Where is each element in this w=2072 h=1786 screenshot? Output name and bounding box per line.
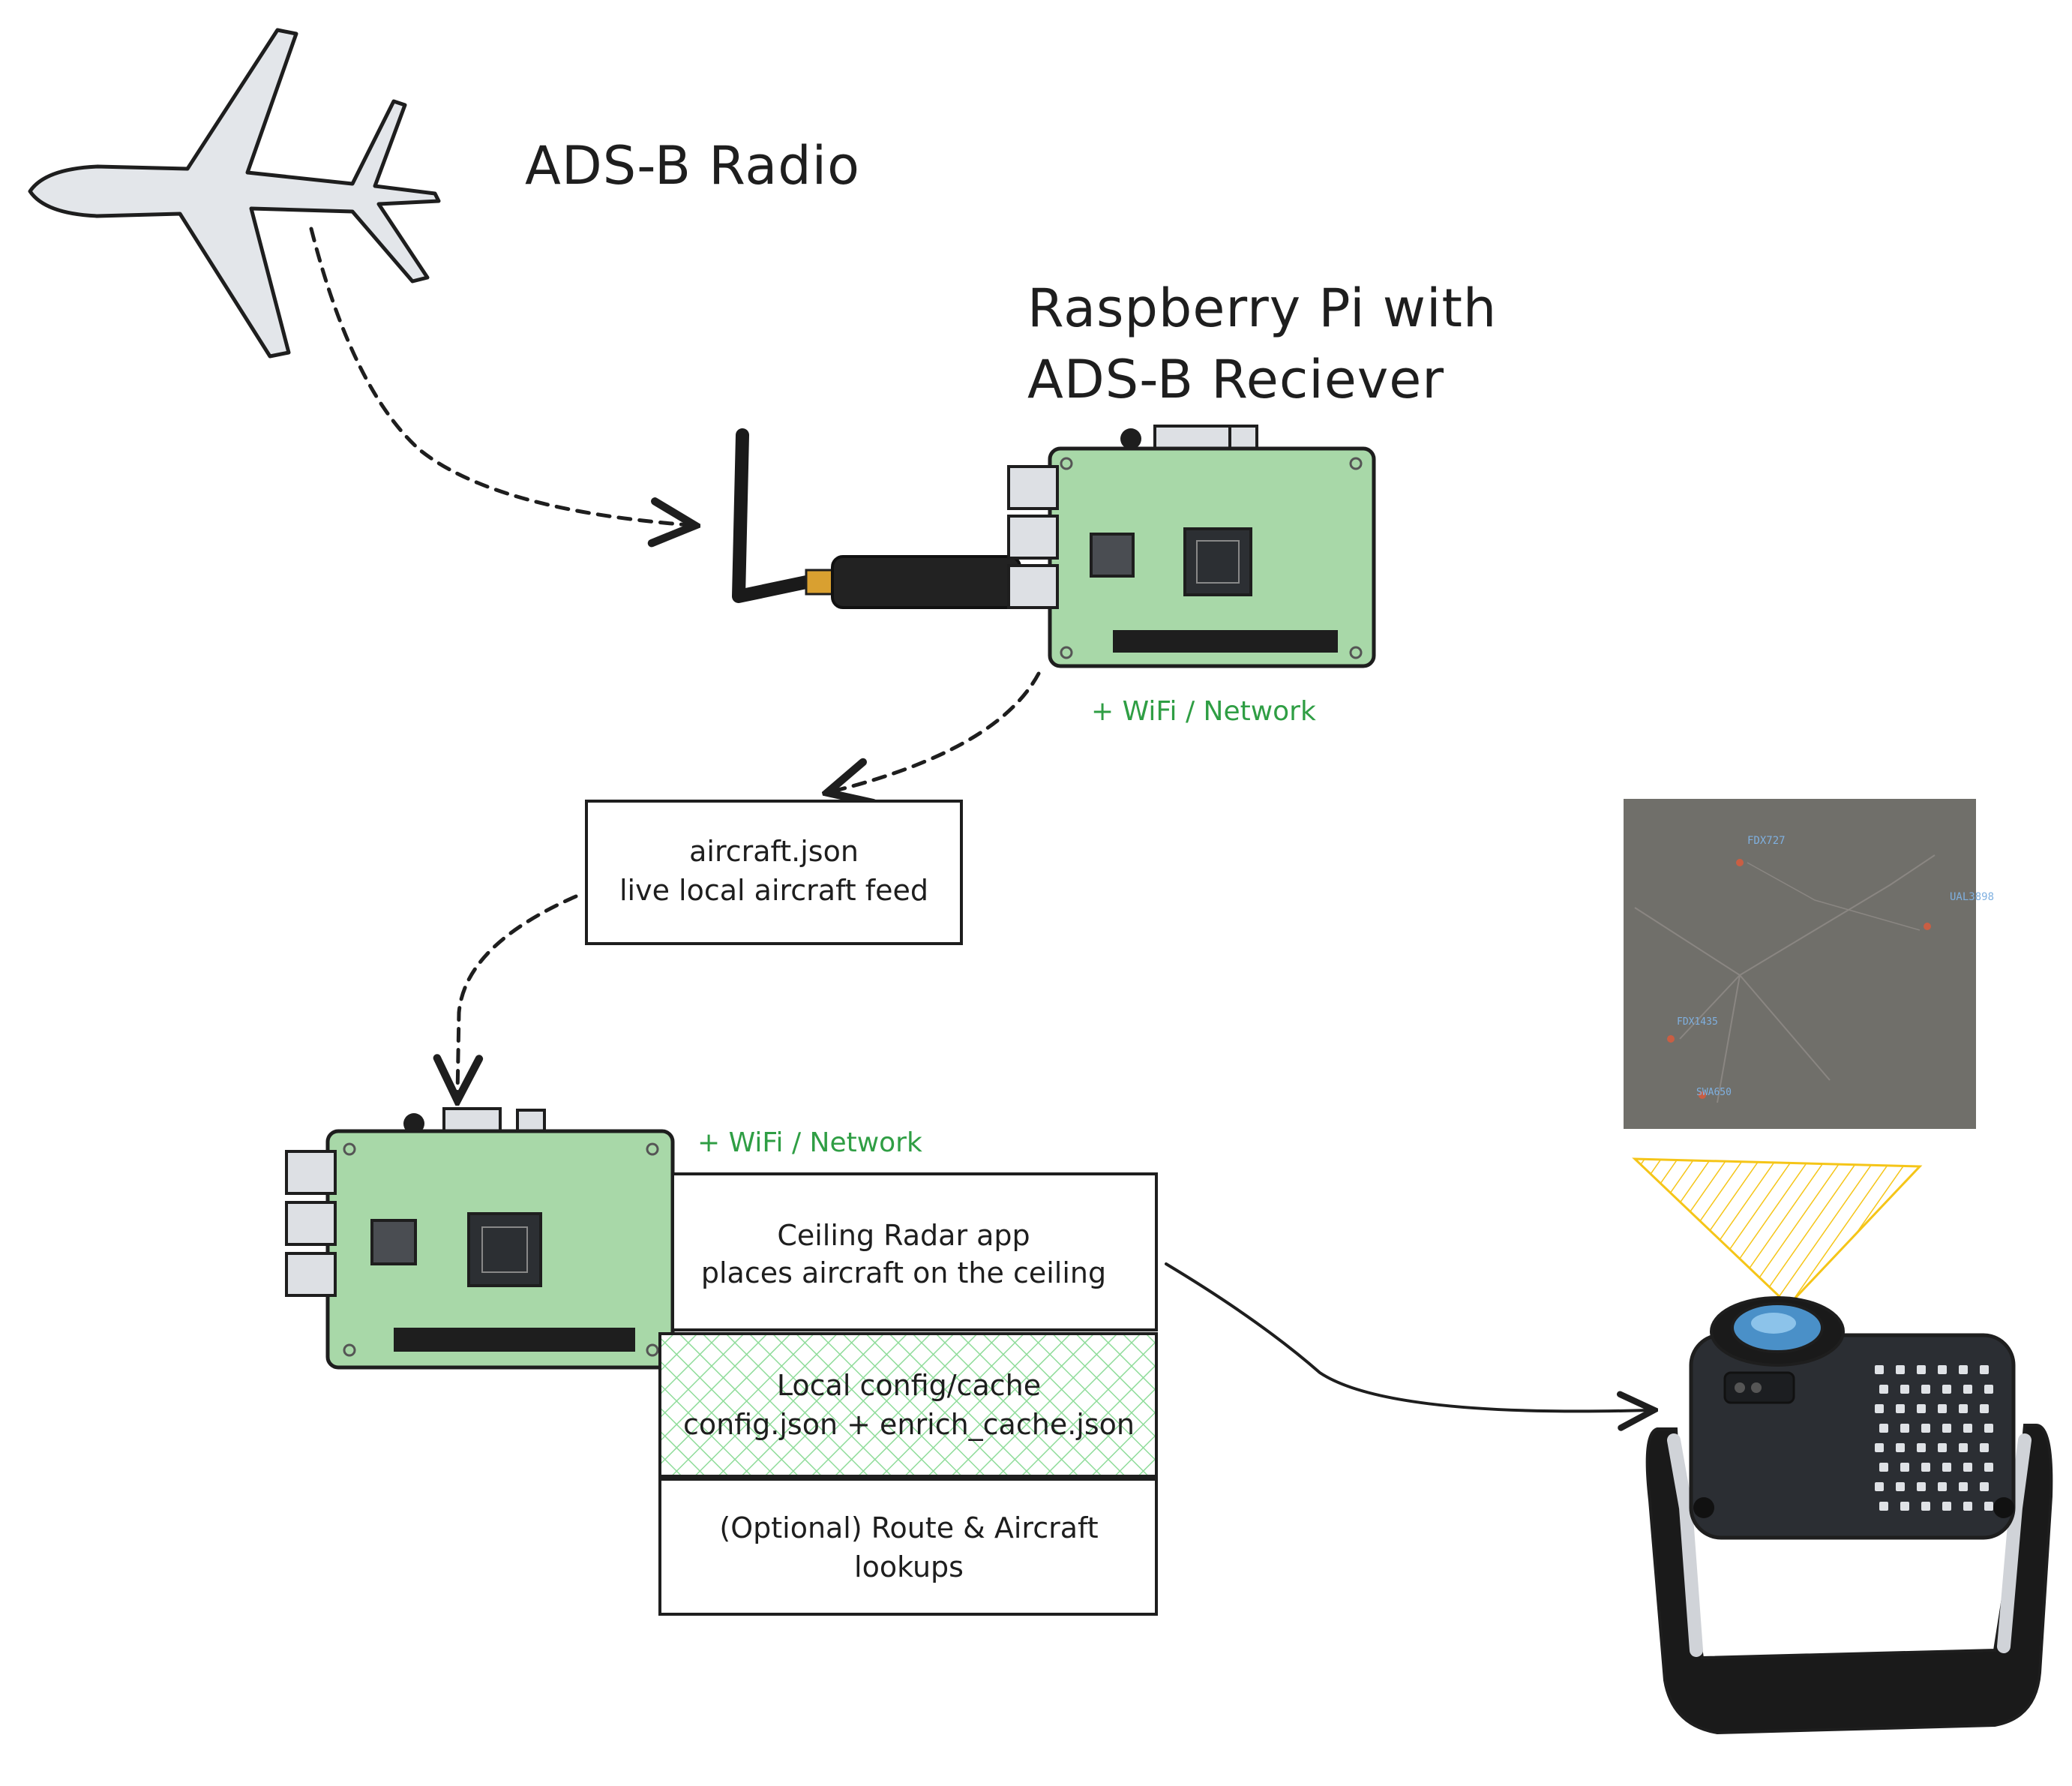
grille-dot bbox=[1875, 1404, 1884, 1413]
grille-dot bbox=[1917, 1404, 1926, 1413]
grille-dot bbox=[1900, 1502, 1909, 1511]
grille-dot bbox=[1900, 1385, 1909, 1394]
grille-dot bbox=[1921, 1502, 1930, 1511]
grille-dot bbox=[1917, 1482, 1926, 1491]
grille-dot bbox=[1980, 1365, 1989, 1374]
grille-dot bbox=[1963, 1502, 1972, 1511]
speaker-grille bbox=[1875, 1365, 1993, 1511]
config-line1: Local config/cache bbox=[777, 1369, 1041, 1402]
grille-dot bbox=[1879, 1424, 1888, 1433]
network-label-2: + WiFi / Network bbox=[697, 1127, 922, 1158]
grille-dot bbox=[1875, 1482, 1884, 1491]
grille-dot bbox=[1963, 1385, 1972, 1394]
grille-dot bbox=[1879, 1385, 1888, 1394]
grille-dot bbox=[1921, 1463, 1930, 1472]
ceiling-preview-image: FDX727 UAL3898 FDX1435 SWA650 bbox=[1624, 799, 1994, 1129]
grille-dot bbox=[1959, 1482, 1968, 1491]
grille-dot bbox=[1959, 1443, 1968, 1452]
grille-dot bbox=[1938, 1404, 1947, 1413]
projector-beam bbox=[1632, 1157, 1923, 1307]
grille-dot bbox=[1879, 1463, 1888, 1472]
grille-dot bbox=[1896, 1443, 1905, 1452]
receiver-title-line1: Raspberry Pi with bbox=[1027, 278, 1497, 339]
grille-dot bbox=[1942, 1385, 1951, 1394]
app-line1: Ceiling Radar app bbox=[777, 1219, 1030, 1252]
grille-dot bbox=[1900, 1424, 1909, 1433]
grille-dot bbox=[1875, 1365, 1884, 1374]
grille-dot bbox=[1980, 1482, 1989, 1491]
grille-dot bbox=[1900, 1463, 1909, 1472]
feed-line1: aircraft.json bbox=[689, 835, 859, 868]
config-line2: config.json + enrich_cache.json bbox=[683, 1408, 1135, 1441]
airplane-icon bbox=[28, 28, 441, 359]
feed-line2: live local aircraft feed bbox=[619, 874, 928, 907]
grille-dot bbox=[1921, 1424, 1930, 1433]
flight-label-1: FDX727 bbox=[1747, 835, 1786, 847]
grille-dot bbox=[1879, 1502, 1888, 1511]
projector-icon bbox=[1645, 1296, 2053, 1735]
radio-title: ADS-B Radio bbox=[525, 135, 860, 197]
grille-dot bbox=[1980, 1443, 1989, 1452]
grille-dot bbox=[1917, 1443, 1926, 1452]
grille-dot bbox=[1942, 1424, 1951, 1433]
lookups-line1: (Optional) Route & Aircraft bbox=[719, 1511, 1098, 1544]
grille-dot bbox=[1896, 1482, 1905, 1491]
signal-arrow bbox=[309, 227, 690, 525]
projector-arrow bbox=[1165, 1262, 1650, 1411]
app-line2: places aircraft on the ceiling bbox=[701, 1256, 1106, 1289]
flight-label-2: UAL3898 bbox=[1950, 891, 1994, 903]
grille-dot bbox=[1959, 1365, 1968, 1374]
grille-dot bbox=[1921, 1385, 1930, 1394]
grille-dot bbox=[1942, 1463, 1951, 1472]
grille-dot bbox=[1917, 1365, 1926, 1374]
usb-dongle-icon bbox=[831, 555, 1021, 609]
grille-dot bbox=[1963, 1424, 1972, 1433]
grille-dot bbox=[1896, 1365, 1905, 1374]
flight-label-3: FDX1435 bbox=[1677, 1016, 1718, 1028]
grille-dot bbox=[1938, 1482, 1947, 1491]
flight-label-4: SWA650 bbox=[1696, 1087, 1732, 1098]
raspberry-pi-receiver bbox=[1007, 425, 1376, 668]
grille-dot bbox=[1896, 1404, 1905, 1413]
lookups-line2: lookups bbox=[854, 1550, 964, 1583]
grille-dot bbox=[1984, 1502, 1993, 1511]
grille-dot bbox=[1942, 1502, 1951, 1511]
feed-arrow bbox=[832, 671, 1041, 791]
network-label-1: + WiFi / Network bbox=[1091, 696, 1316, 727]
app-box: Ceiling Radar app places aircraft on the… bbox=[671, 1172, 1158, 1331]
config-box: Local config/cache config.json + enrich_… bbox=[658, 1332, 1158, 1478]
grille-dot bbox=[1984, 1424, 1993, 1433]
grille-dot bbox=[1984, 1385, 1993, 1394]
grille-dot bbox=[1984, 1463, 1993, 1472]
grille-dot bbox=[1938, 1365, 1947, 1374]
app-arrow bbox=[457, 894, 578, 1095]
grille-dot bbox=[1959, 1404, 1968, 1413]
aircraft-feed-box: aircraft.json live local aircraft feed bbox=[585, 800, 963, 945]
grille-dot bbox=[1963, 1463, 1972, 1472]
grille-dot bbox=[1938, 1443, 1947, 1452]
lookups-box: (Optional) Route & Aircraft lookups bbox=[658, 1478, 1158, 1616]
antenna-icon bbox=[732, 428, 838, 603]
receiver-title-line2: ADS-B Reciever bbox=[1027, 349, 1444, 410]
raspberry-pi-app bbox=[285, 1107, 675, 1370]
grille-dot bbox=[1875, 1443, 1884, 1452]
grille-dot bbox=[1980, 1404, 1989, 1413]
